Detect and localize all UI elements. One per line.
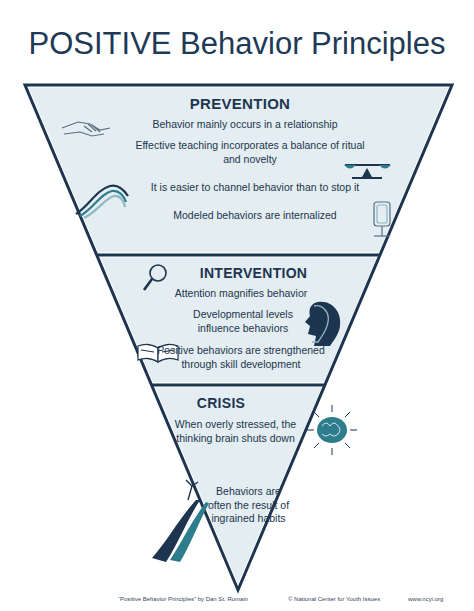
principle-text: It is easier to channel behavior than to… — [120, 181, 390, 195]
band-heading: INTERVENTION — [166, 264, 341, 282]
wave-icon — [76, 186, 128, 218]
credit-text: “Positive Behavior Principles” by Dan St… — [118, 596, 248, 602]
band-divider — [152, 384, 326, 387]
path-icon — [152, 480, 209, 562]
magnifier-icon — [144, 265, 166, 290]
principle-text: Modeled behaviors are internalized — [145, 209, 365, 223]
principle-text: Attention magnifies behavior — [156, 287, 326, 301]
book-icon — [138, 344, 178, 362]
title: POSITIVE Behavior Principles — [0, 26, 474, 62]
credit-text: © National Center for Youth Issues — [288, 596, 380, 602]
brain-icon — [307, 405, 357, 455]
principle-band: CRISIS When overly stressed, the thinking… — [151, 385, 326, 590]
head-profile-icon — [305, 302, 340, 346]
band-fill — [25, 85, 452, 255]
triangle-outline — [25, 85, 452, 590]
principle-text: Developmental levels influence behaviors — [178, 308, 308, 335]
principle-text: Behavior mainly occurs in a relationship — [120, 118, 370, 132]
principle-text: Behaviors are often the result of ingrai… — [206, 485, 291, 526]
band-fill — [152, 385, 326, 590]
mirror-icon — [374, 202, 390, 236]
principle-text: When overly stressed, the thinking brain… — [173, 418, 298, 445]
principle-text: Effective teaching incorporates a balanc… — [130, 139, 370, 166]
band-heading: CRISIS — [171, 394, 271, 412]
credit-text: www.ncyi.org — [408, 596, 443, 602]
band-divider — [97, 254, 381, 257]
principle-band: PREVENTION Behavior mainly occurs in a re… — [25, 85, 452, 255]
band-fill — [97, 255, 381, 385]
band-heading: PREVENTION — [155, 94, 325, 114]
scale-icon — [344, 165, 391, 178]
principle-text: Positive behaviors are strengthened thro… — [151, 344, 331, 371]
principle-band: INTERVENTION Attention magnifies behavior… — [96, 255, 381, 385]
handshake-icon — [62, 122, 110, 136]
